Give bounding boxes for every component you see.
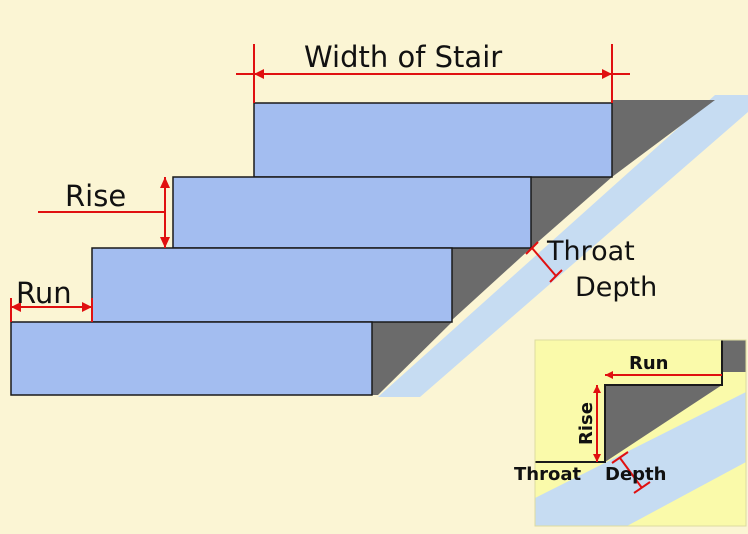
inset-run-label: Run: [629, 353, 669, 374]
stair-step-4: [10, 321, 373, 396]
rise-dimension: [38, 177, 170, 248]
run-dimension: [10, 298, 93, 322]
run-label: Run: [16, 276, 72, 310]
riser-shadow-2: [531, 177, 612, 248]
throat-depth-dimension: [525, 241, 563, 283]
inset-depth-label: Depth: [605, 464, 667, 485]
riser-shadow-bottom: [372, 322, 452, 395]
stair-step-1: [253, 102, 613, 178]
inset-throat-label: Throat: [514, 464, 582, 485]
stair-slab: [378, 95, 748, 397]
inset-rise-label: Rise: [576, 402, 597, 445]
riser-shadow-top: [612, 100, 715, 177]
depth-label: Depth: [575, 272, 658, 303]
inset-detail: [534, 339, 747, 527]
width-dimension: [236, 44, 630, 103]
riser-shadow-3: [452, 248, 531, 320]
stair-step-3: [91, 247, 453, 323]
width-of-stair-label: Width of Stair: [304, 40, 503, 74]
rise-label: Rise: [65, 179, 127, 213]
stair-step-2: [172, 176, 532, 249]
throat-label: Throat: [547, 236, 635, 267]
